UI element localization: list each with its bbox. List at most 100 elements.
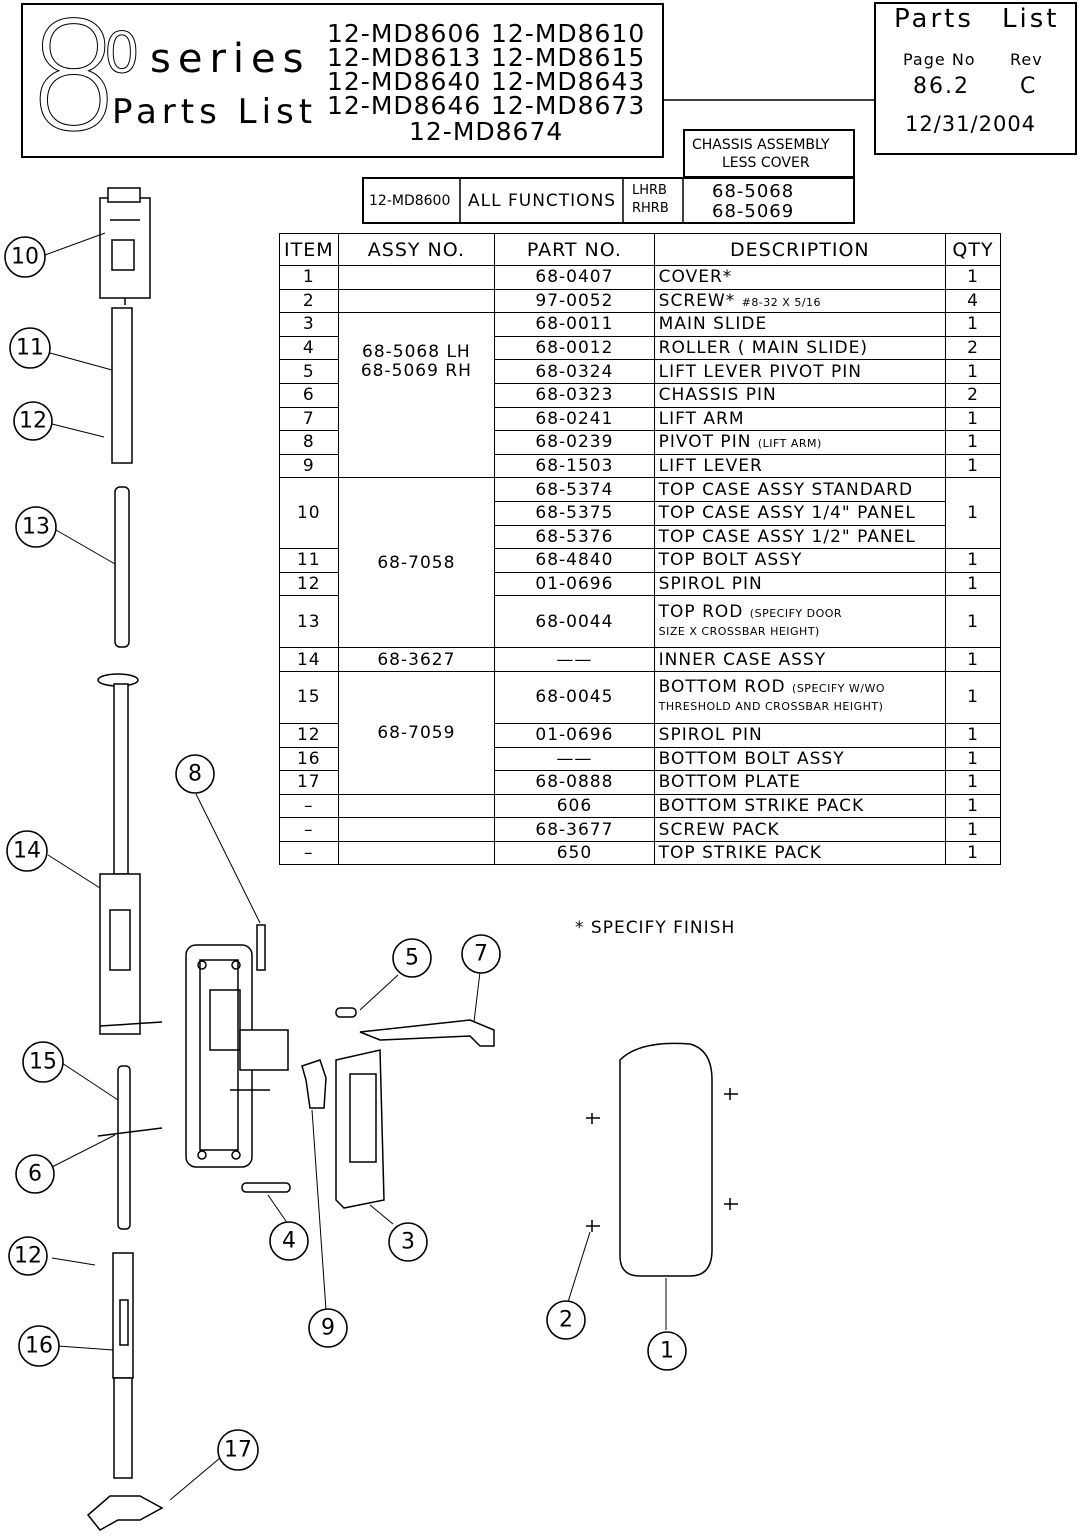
callout-12: 12 <box>13 401 53 441</box>
qty-cell: 1 <box>945 265 1001 290</box>
chassis-pin-drawing <box>97 1127 163 1137</box>
qty-cell: 2 <box>945 335 1001 361</box>
assy-group-cell: 68-5068 LH 68-5069 RH <box>337 312 496 479</box>
part-cell: 68-3677 <box>494 817 655 842</box>
table-row: 12 01-0696 SPIROL PIN 1 <box>279 722 1001 748</box>
col-header-item: ITEM <box>279 233 339 266</box>
table-row: 4 68-0012 ROLLER ( MAIN SLIDE) 2 <box>279 335 1001 361</box>
chassis-functions: ALL FUNCTIONS <box>468 191 617 211</box>
info-box <box>874 2 1077 155</box>
bottom-bolt-drawing <box>112 1252 134 1479</box>
desc-cell: COVER* <box>653 265 947 290</box>
desc-cell: MAIN SLIDE <box>653 312 947 337</box>
model-code: 12-MD8674 <box>409 117 564 146</box>
col-header-description: DESCRIPTION <box>653 233 947 266</box>
chassis-header-line1: CHASSIS ASSEMBLY <box>692 137 830 153</box>
desc-cell: SCREW* #8-32 X 5/16 <box>653 288 947 314</box>
table-row: – 606 BOTTOM STRIKE PACK 1 <box>279 793 1001 819</box>
chassis-plate-drawing <box>185 944 289 1168</box>
desc-cell: BOTTOM ROD (SPECIFY W/WO THRESHOLD AND C… <box>653 670 947 724</box>
table-row: 14 68-3627 —— INNER CASE ASSY 1 <box>279 647 1001 672</box>
part-cell: 97-0052 <box>494 288 655 314</box>
part-cell: 650 <box>494 840 655 866</box>
desc-cell: PIVOT PIN (LIFT ARM) <box>653 430 947 455</box>
callout-label: 3 <box>401 1230 415 1255</box>
callout-1: 1 <box>647 1331 687 1371</box>
item-cell: 11 <box>279 548 339 573</box>
chassis-part-1: 68-5068 <box>712 181 795 202</box>
model-code: 12-MD8640 <box>327 67 482 96</box>
callout-label: 4 <box>282 1229 296 1254</box>
callout-10: 10 <box>4 236 46 278</box>
col-header-qty: QTY <box>945 233 1001 266</box>
desc-text: TOP ROD <box>658 601 744 622</box>
info-title-right: List <box>1002 4 1060 34</box>
qty-cell: 1 <box>945 840 1001 866</box>
qty-cell: 4 <box>945 288 1001 314</box>
col-header-part: PART NO. <box>494 233 655 266</box>
callout-label: 8 <box>188 762 202 787</box>
desc-text: SCREW* <box>658 290 736 311</box>
item-cell: 12 <box>279 722 339 748</box>
callout-label: 7 <box>474 942 488 967</box>
callout-16: 16 <box>18 1325 60 1367</box>
model-code: 12-MD8615 <box>491 43 646 72</box>
desc-cell: LIFT LEVER PIVOT PIN <box>653 359 947 384</box>
parts-table: ITEM ASSY NO. PART NO. DESCRIPTION QTY 1… <box>279 233 1001 866</box>
item-cell: 9 <box>279 453 339 479</box>
chassis-dividers <box>459 177 684 224</box>
part-cell: 68-5374 <box>494 477 655 502</box>
callout-label: 9 <box>321 1316 335 1341</box>
table-row: 3 68-5068 LH 68-5069 RH 68-0011 MAIN SLI… <box>279 312 1001 479</box>
desc-note: SIZE X CROSSBAR HEIGHT) <box>658 624 820 638</box>
table-row: 15 68-7059 68-0045 BOTTOM ROD (SPECIFY W… <box>279 670 1001 795</box>
table-row: 12 01-0696 SPIROL PIN 1 <box>279 571 1001 597</box>
callout-9: 9 <box>308 1308 348 1348</box>
desc-note: (SPECIFY W/WO <box>792 682 885 696</box>
qty-cell: 1 <box>945 670 1001 724</box>
item-cell: 15 <box>279 670 339 724</box>
item-cell: 3 <box>279 312 339 337</box>
desc-cell: ROLLER ( MAIN SLIDE) <box>653 335 947 361</box>
callout-label: 14 <box>13 839 41 864</box>
top-rod-drawing <box>114 486 130 648</box>
desc-note: (LIFT ARM) <box>757 437 822 451</box>
callout-6: 6 <box>15 1154 55 1194</box>
assy-group-cell: 68-7058 <box>337 477 496 649</box>
callout-17: 17 <box>217 1429 259 1471</box>
callout-label: 17 <box>224 1438 252 1463</box>
qty-cell: 2 <box>945 382 1001 408</box>
rev-label: Rev <box>1010 50 1043 69</box>
top-case-assy-drawing <box>99 187 151 305</box>
callout-label: 2 <box>559 1308 573 1333</box>
table-header-row: ITEM ASSY NO. PART NO. DESCRIPTION QTY <box>279 233 1001 266</box>
top-bolt-drawing <box>111 307 133 464</box>
col-header-assy: ASSY NO. <box>337 233 496 266</box>
qty-cell: 1 <box>945 406 1001 432</box>
item-cell: 1 <box>279 265 339 290</box>
item-cell: 2 <box>279 288 339 314</box>
chassis-model: 12-MD8600 <box>369 193 451 209</box>
desc-cell: TOP ROD (SPECIFY DOOR SIZE X CROSSBAR HE… <box>653 595 947 649</box>
table-row: – 650 TOP STRIKE PACK 1 <box>279 840 1001 866</box>
bottom-rod-drawing <box>117 1065 131 1230</box>
qty-cell: 1 <box>945 430 1001 455</box>
item-cell: 4 <box>279 335 339 361</box>
callout-label: 11 <box>16 336 44 361</box>
table-row: 9 68-1503 LIFT LEVER 1 <box>279 453 1001 479</box>
callout-label: 13 <box>22 515 50 540</box>
model-code: 12-MD8673 <box>491 91 646 120</box>
part-cell: 68-0239 <box>494 430 655 455</box>
desc-note: THRESHOLD AND CROSSBAR HEIGHT) <box>658 700 884 714</box>
model-code: 12-MD8610 <box>491 19 646 48</box>
qty-cell: 1 <box>945 647 1001 672</box>
table-row: 6 68-0323 CHASSIS PIN 2 <box>279 382 1001 408</box>
desc-cell: CHASSIS PIN <box>653 382 947 408</box>
part-cell: 68-4840 <box>494 548 655 573</box>
item-cell: 16 <box>279 746 339 772</box>
table-row: 2 97-0052 SCREW* #8-32 X 5/16 4 <box>279 288 1001 314</box>
callout-12b: 12 <box>8 1236 48 1276</box>
footnote: * SPECIFY FINISH <box>575 918 736 938</box>
date: 12/31/2004 <box>905 112 1037 136</box>
